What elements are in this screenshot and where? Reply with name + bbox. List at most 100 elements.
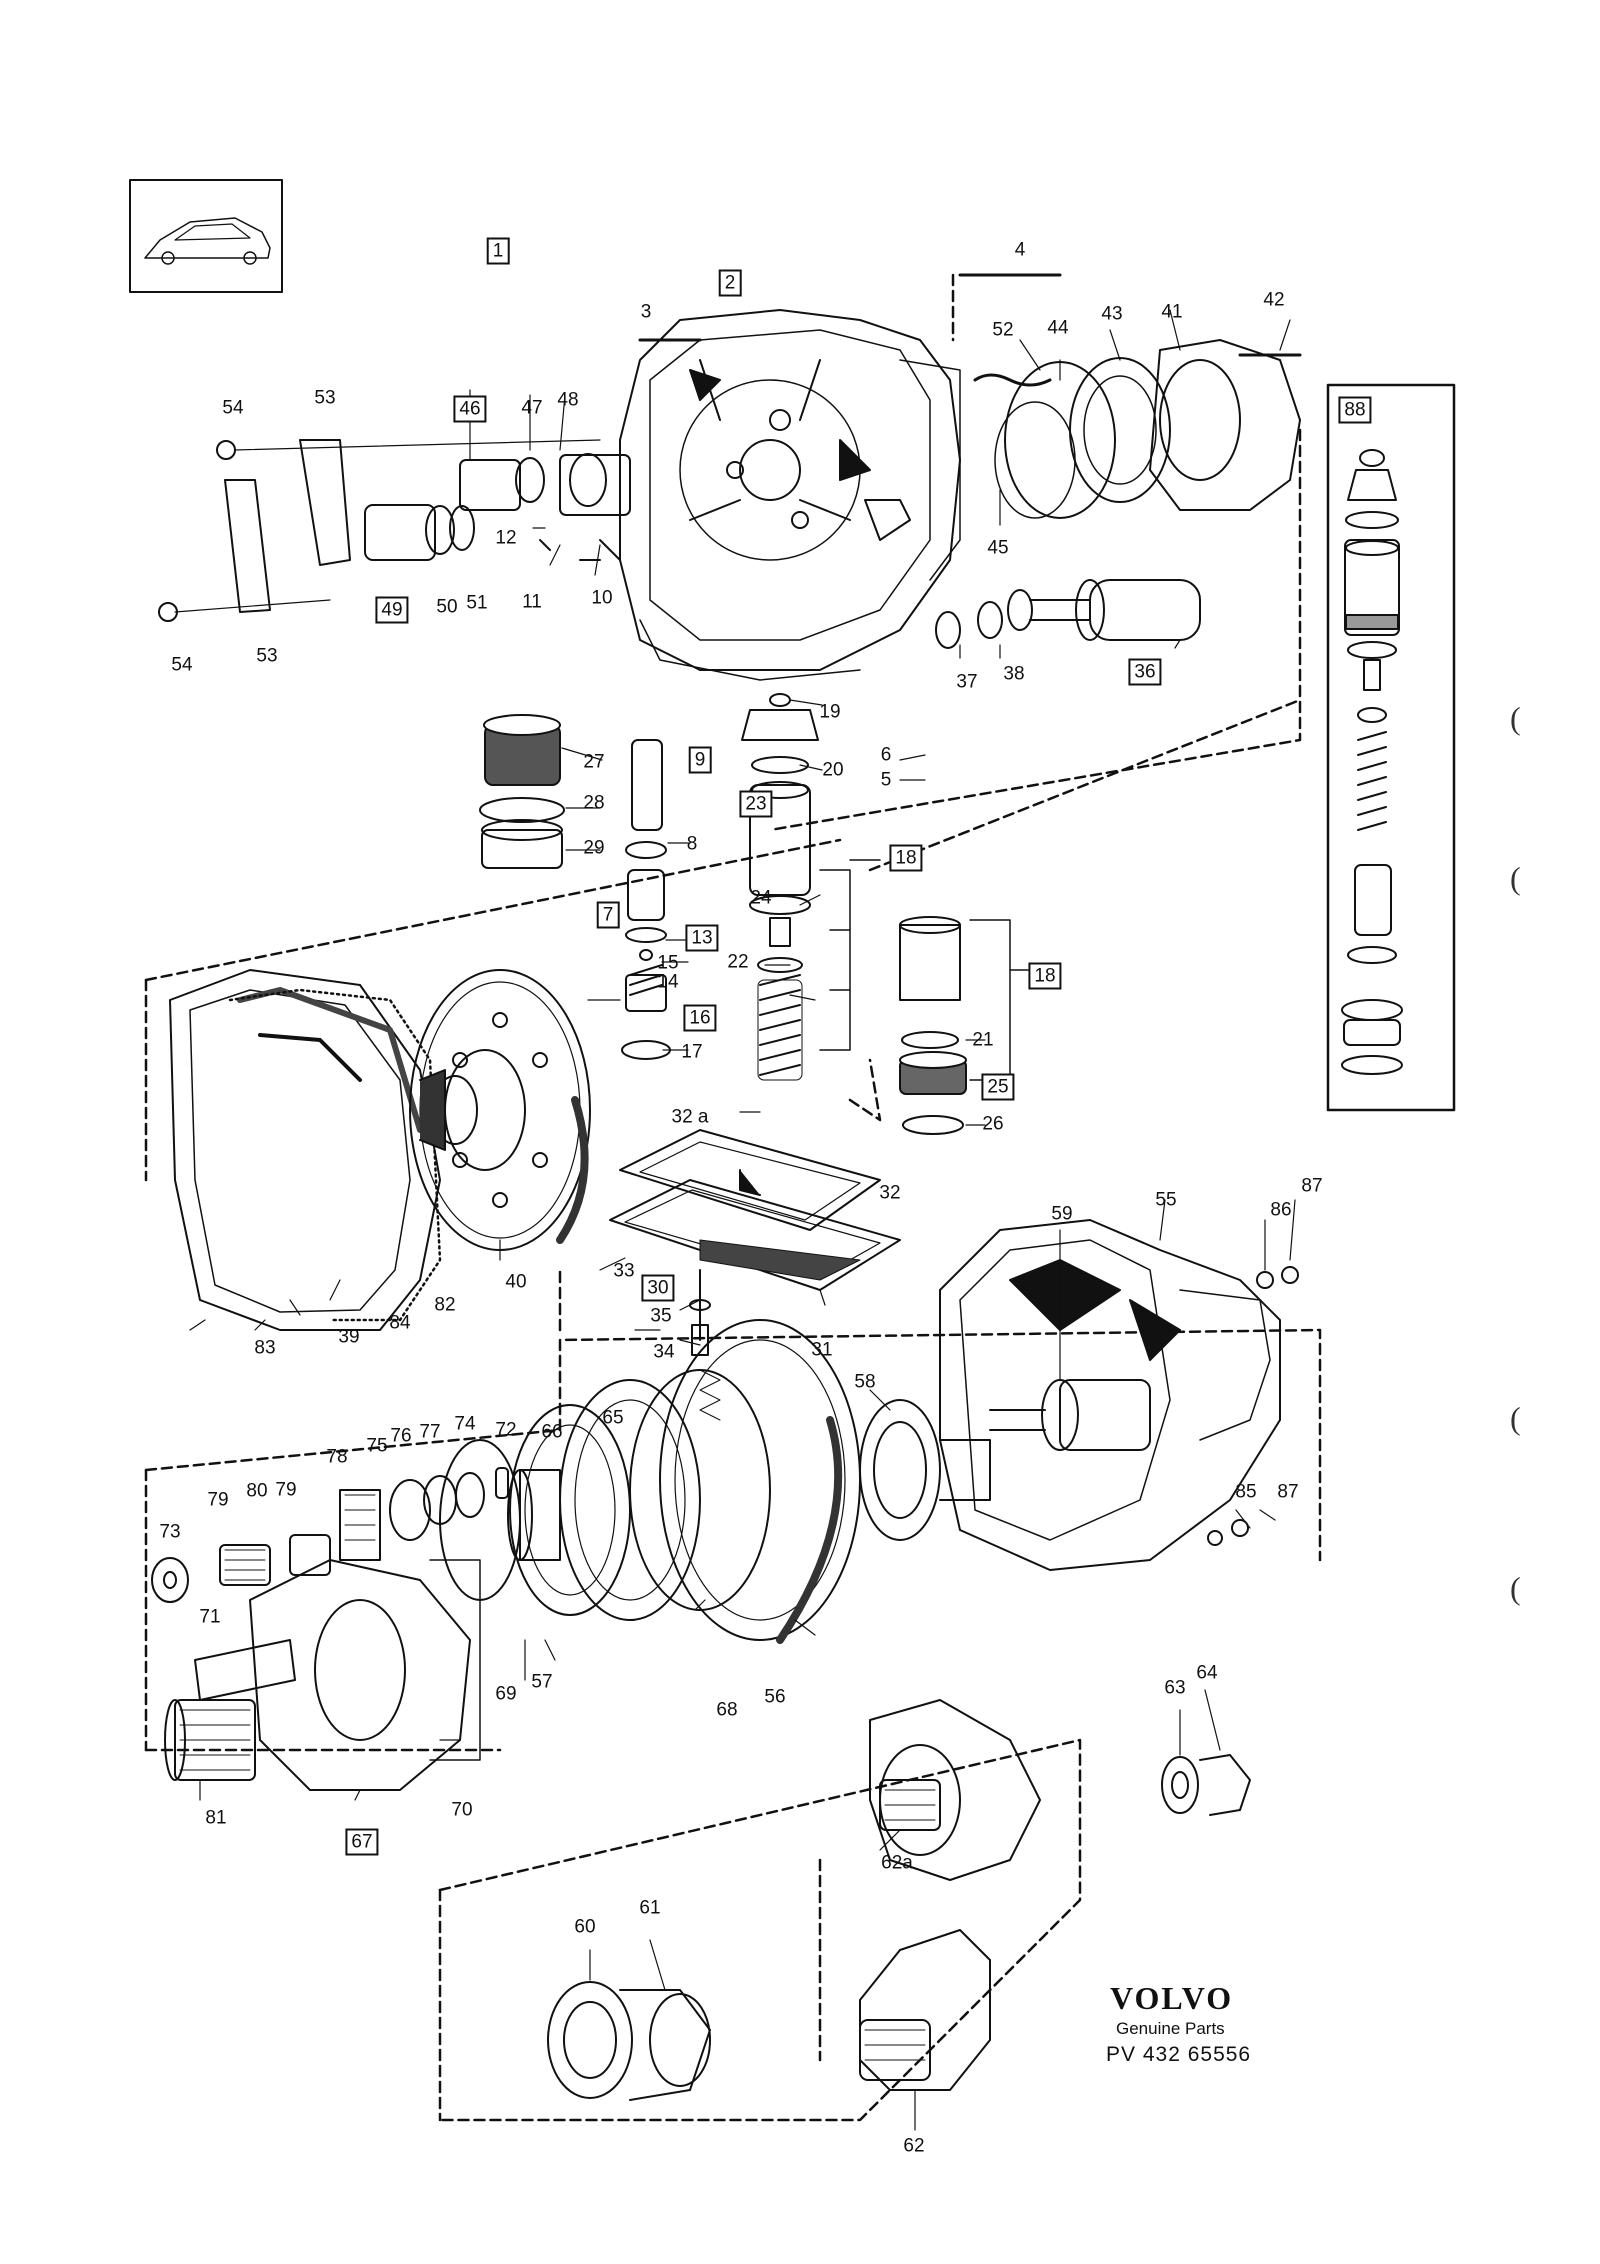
callout-53a: 53 [314, 387, 336, 409]
callout-80: 80 [246, 1480, 268, 1502]
margin-mark: ( [1510, 700, 1521, 736]
callout-15: 15 [657, 952, 679, 974]
callout-49: 49 [375, 596, 409, 624]
margin-mark: ( [1510, 1570, 1521, 1606]
callout-45: 45 [987, 537, 1009, 559]
margin-mark: ( [1510, 860, 1521, 896]
callout-18a: 18 [889, 844, 923, 872]
output-flanges [547, 1699, 1251, 2101]
callout-62a: 62a [881, 1852, 913, 1874]
callout-63: 63 [1164, 1677, 1186, 1699]
callout-6: 6 [880, 744, 892, 766]
callout-36: 36 [1128, 658, 1162, 686]
valve-stack-23-springs [741, 693, 967, 1135]
callout-79b: 79 [275, 1479, 297, 1501]
callout-33: 33 [613, 1260, 635, 1282]
margin-mark: ( [1510, 1400, 1521, 1436]
callout-27: 27 [583, 751, 605, 773]
callout-40: 40 [505, 1271, 527, 1293]
callout-75: 75 [366, 1435, 388, 1457]
leader-lines [189, 309, 1296, 2131]
callout-43: 43 [1101, 303, 1123, 325]
pump-and-gears [151, 1467, 509, 1791]
callout-59: 59 [1051, 1203, 1073, 1225]
callout-54b: 54 [171, 654, 193, 676]
callout-57: 57 [531, 1671, 553, 1693]
callout-9: 9 [688, 746, 712, 774]
callout-54a: 54 [222, 397, 244, 419]
callout-13: 13 [685, 924, 719, 952]
callout-22: 22 [727, 951, 749, 973]
callout-71: 71 [199, 1606, 221, 1628]
callout-51: 51 [466, 592, 488, 614]
callout-25: 25 [981, 1073, 1015, 1101]
callout-5: 5 [880, 769, 892, 791]
callout-65: 65 [602, 1407, 624, 1429]
callout-31: 31 [811, 1339, 833, 1361]
callout-60: 60 [574, 1916, 596, 1938]
callout-24: 24 [750, 887, 772, 909]
callout-64: 64 [1196, 1662, 1218, 1684]
callout-38: 38 [1003, 663, 1025, 685]
valve-stack-9-7 [621, 739, 671, 1060]
accumulator-parts [479, 714, 565, 869]
brand-block: VOLVO Genuine Parts PV 432 65556 [1106, 1980, 1251, 2067]
callout-46: 46 [453, 395, 487, 423]
callout-12: 12 [495, 527, 517, 549]
callout-88: 88 [1338, 396, 1372, 424]
callout-66: 66 [541, 1421, 563, 1443]
callout-41: 41 [1161, 301, 1183, 323]
callout-87b: 87 [1277, 1481, 1299, 1503]
callout-67: 67 [345, 1828, 379, 1856]
callout-32: 32 [879, 1182, 901, 1204]
callout-50: 50 [436, 596, 458, 618]
callout-68: 68 [716, 1699, 738, 1721]
callout-77: 77 [419, 1421, 441, 1443]
callout-35: 35 [650, 1305, 672, 1327]
callout-19: 19 [819, 701, 841, 723]
callout-17: 17 [681, 1041, 703, 1063]
callout-47: 47 [521, 397, 543, 419]
callout-32a: 32 a [671, 1106, 709, 1128]
callout-4: 4 [1014, 239, 1026, 261]
callout-62: 62 [903, 2135, 925, 2157]
inset-box-88 [1326, 383, 1456, 1112]
callout-48: 48 [557, 389, 579, 411]
callout-39: 39 [338, 1326, 360, 1348]
callout-10: 10 [591, 587, 613, 609]
ring-gear-assembly [439, 1319, 991, 1644]
callout-81: 81 [205, 1807, 227, 1829]
callout-52: 52 [992, 319, 1014, 341]
main-housing [619, 309, 961, 681]
rear-output-housing [939, 1219, 1299, 1571]
callout-79a: 79 [207, 1489, 229, 1511]
callout-28: 28 [583, 792, 605, 814]
callout-53b: 53 [256, 645, 278, 667]
callout-85: 85 [1235, 1481, 1257, 1503]
car-thumbnail-icon [129, 179, 283, 293]
callout-84: 84 [389, 1312, 411, 1334]
callout-56: 56 [764, 1686, 786, 1708]
callout-1: 1 [486, 237, 510, 265]
callout-18b: 18 [1028, 962, 1062, 990]
callout-34: 34 [653, 1341, 675, 1363]
callout-76: 76 [390, 1425, 412, 1447]
callout-72: 72 [495, 1419, 517, 1441]
callout-61: 61 [639, 1897, 661, 1919]
callout-26: 26 [982, 1113, 1004, 1135]
rear-cover-top [638, 273, 1302, 519]
callout-14: 14 [657, 971, 679, 993]
callout-16: 16 [683, 1004, 717, 1032]
callout-8: 8 [686, 833, 698, 855]
callout-2: 2 [718, 269, 742, 297]
callout-58: 58 [854, 1371, 876, 1393]
oil-pan [609, 1129, 901, 1356]
callout-82: 82 [434, 1294, 456, 1316]
callout-87a: 87 [1301, 1175, 1323, 1197]
piston-cylinder-parts [158, 439, 631, 622]
brand-subtitle: Genuine Parts [1116, 2019, 1225, 2038]
volvo-logo: VOLVO [1110, 1980, 1234, 2016]
callout-83: 83 [254, 1337, 276, 1359]
solenoid [935, 579, 1201, 649]
